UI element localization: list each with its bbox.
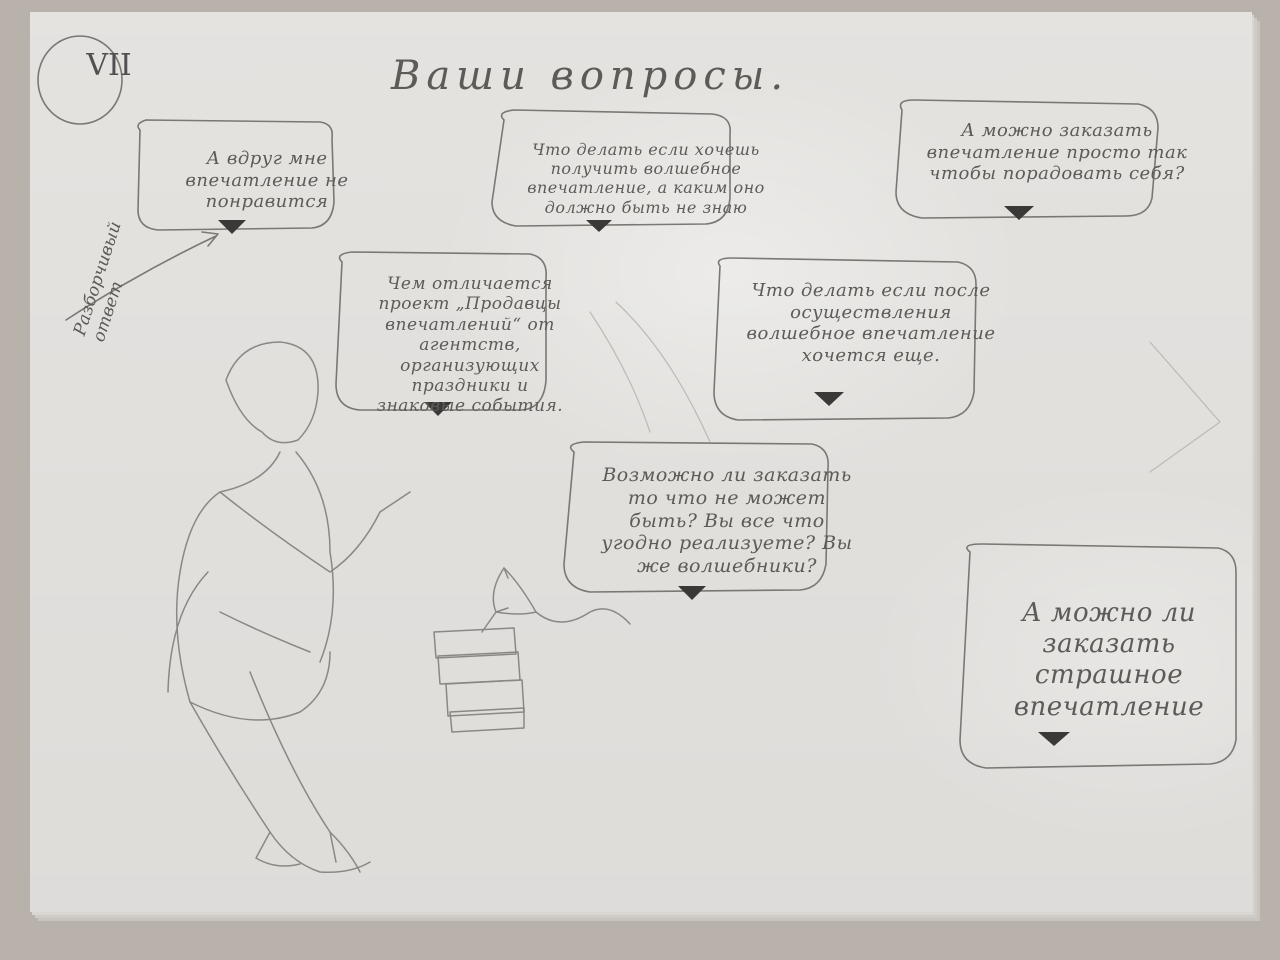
question-bubble-3: А можно заказать впечатление просто так … — [926, 120, 1188, 185]
bubble-4-pointer — [424, 402, 452, 416]
gramophone-sketch — [433, 567, 631, 733]
bubble-2-outline — [491, 109, 731, 227]
bubble-7-outline — [959, 543, 1237, 769]
bubble-1-outline — [137, 119, 335, 231]
question-bubble-5: Что делать если после осуществления волш… — [746, 280, 996, 366]
side-arrow — [65, 231, 219, 321]
light-shading — [30, 12, 1252, 912]
question-bubble-7: А можно ли заказать страшное впечатление — [1013, 598, 1205, 722]
bubble-5-pointer — [814, 392, 844, 406]
paper-sheet: VII Ваши вопросы. Разборчивый ответ А вд… — [30, 12, 1252, 912]
bubble-3-pointer — [1004, 206, 1034, 220]
question-bubble-4: Чем отличается проект „Продавцы впечатле… — [376, 274, 564, 417]
bubble-1-pointer — [218, 220, 246, 234]
page-title: Ваши вопросы. — [390, 53, 790, 99]
bubble-6-outline — [563, 441, 829, 593]
bubble-2-pointer — [586, 220, 612, 232]
bubble-4-outline — [335, 251, 547, 411]
bubble-3-outline — [895, 99, 1159, 219]
bubble-6-pointer — [678, 586, 706, 600]
bubble-7-pointer — [1038, 732, 1070, 746]
sitting-figure-sketch — [167, 341, 411, 874]
numeral-circle — [37, 35, 123, 125]
question-bubble-6: Возможно ли заказать то что не может быт… — [601, 464, 853, 578]
question-bubble-2: Что делать если хочешь получить волшебно… — [527, 140, 765, 217]
chapter-numeral: VII — [86, 48, 132, 83]
bubble-5-outline — [713, 257, 977, 421]
pencil-drawing — [37, 35, 1237, 874]
question-bubble-1: А вдруг мне впечатление не понравится — [185, 148, 349, 213]
